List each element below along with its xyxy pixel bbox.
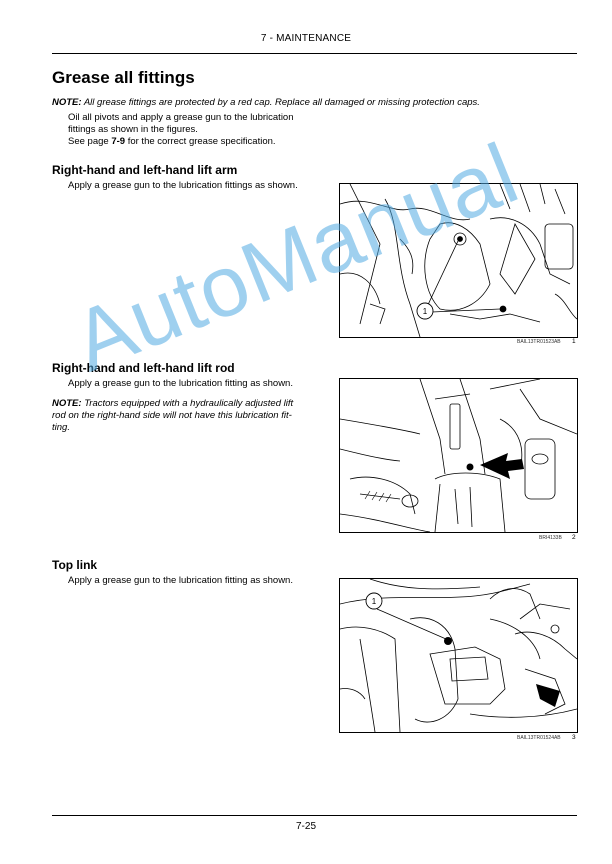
intro-paragraph: Oil all pivots and apply a grease gun to… xyxy=(68,112,348,148)
page-reference-link[interactable]: 7-9 xyxy=(111,136,126,147)
header-rule xyxy=(52,53,577,54)
grease-fitting-icon xyxy=(444,637,452,645)
note-label: NOTE: xyxy=(52,398,82,409)
section-text-lift-rod: Apply a grease gun to the lubrication fi… xyxy=(68,378,293,389)
lift-arm-illustration: 1 xyxy=(340,184,577,337)
section-text-lift-arm: Apply a grease gun to the lubrication fi… xyxy=(68,180,298,191)
lift-rod-illustration xyxy=(340,379,577,532)
intro-line: fittings as shown in the figures. xyxy=(68,124,198,135)
intro-line: Oil all pivots and apply a grease gun to… xyxy=(68,112,294,123)
figure-code: BRI4133B xyxy=(539,535,562,541)
section-heading-top-link: Top link xyxy=(52,558,98,572)
lift-rod-note: NOTE: Tractors equipped with a hydraulic… xyxy=(52,398,294,433)
figure-top-link: 1 xyxy=(339,578,578,733)
footer-rule xyxy=(52,815,577,816)
figure-lift-arm: 1 xyxy=(339,183,578,338)
page-number: 7-25 xyxy=(295,821,316,832)
note-label: NOTE: xyxy=(52,97,82,108)
callout-circle xyxy=(365,592,383,610)
callout-number: 1 xyxy=(372,597,377,606)
section-heading-lift-arm: Right-hand and left-hand lift arm xyxy=(52,163,238,177)
running-header: 7 - MAINTENANCE xyxy=(260,33,352,44)
figure-code: BAIL13TR01524AB xyxy=(517,735,561,741)
section-text-top-link: Apply a grease gun to the lubrication fi… xyxy=(68,575,293,586)
figure-code: BAIL13TR01523AB xyxy=(517,339,561,345)
intro-line: See page 7-9 for the correct grease spec… xyxy=(68,136,276,147)
figure-lift-rod xyxy=(339,378,578,533)
top-link-illustration: 1 xyxy=(340,579,577,732)
intro-note: NOTE: All grease fittings are protected … xyxy=(52,97,582,109)
page-title: Grease all fittings xyxy=(52,68,195,87)
callout-circle xyxy=(416,302,434,320)
figure-number: 3 xyxy=(572,734,576,741)
figure-number: 1 xyxy=(572,338,576,345)
note-text: All grease fittings are protected by a r… xyxy=(81,97,480,108)
arrow-icon xyxy=(480,453,524,479)
section-heading-lift-rod: Right-hand and left-hand lift rod xyxy=(52,361,235,375)
figure-number: 2 xyxy=(572,534,576,541)
callout-number: 1 xyxy=(423,307,428,316)
